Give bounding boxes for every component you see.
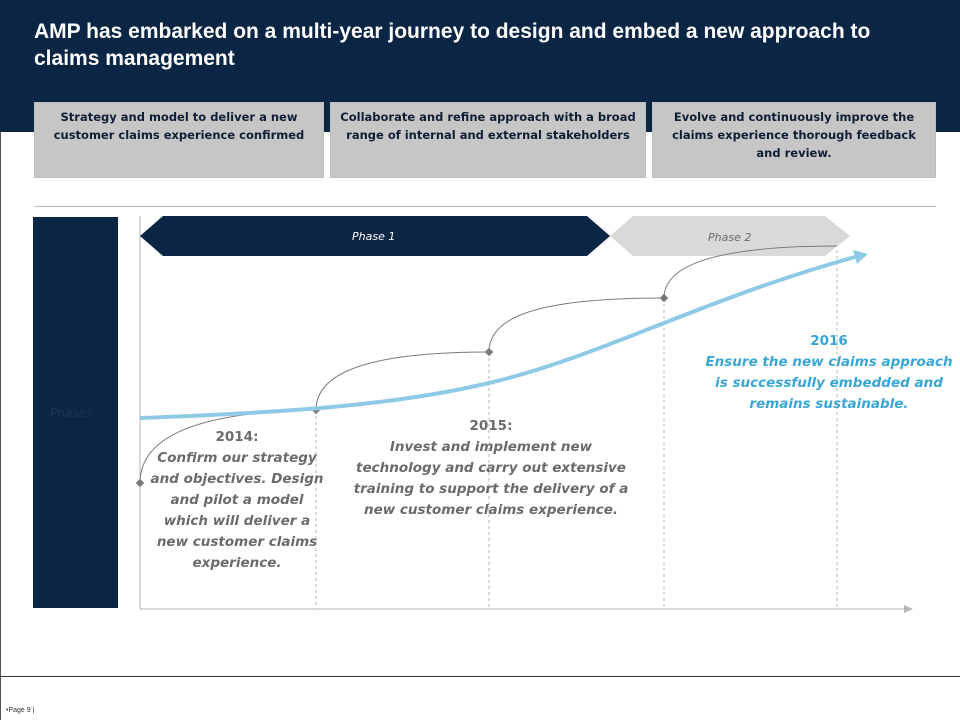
page-number: •Page 9 | [6, 707, 35, 714]
step-marker-3 [484, 347, 494, 357]
milestone-2016: 2016 Ensure the new claims approach is s… [698, 331, 960, 415]
milestone-2014: 2014: Confirm our strategy and objective… [150, 427, 324, 574]
growth-trend-line [139, 255, 856, 420]
x-axis-arrowhead [904, 605, 913, 613]
footer-divider [0, 676, 960, 677]
phases-label: Phases [50, 406, 93, 420]
milestone-2014-text: Confirm our strategy and objectives. Des… [150, 450, 324, 571]
milestone-2016-year: 2016 [810, 333, 848, 349]
divider-line [34, 206, 936, 207]
step-arc-4 [663, 245, 838, 299]
phase-1-arrow [140, 216, 610, 256]
step-arc-2 [315, 351, 490, 411]
growth-trend-arrowhead [853, 250, 868, 264]
phase-1-label: Phase 1 [352, 230, 396, 243]
milestone-2015: 2015: Invest and implement new technolog… [346, 416, 636, 521]
step-marker-4 [659, 293, 669, 303]
milestone-2015-year: 2015: [469, 418, 513, 434]
milestone-2016-text: Ensure the new claims approach is succes… [705, 354, 953, 412]
phases-sidebar [33, 217, 118, 608]
objective-box-1: Strategy and model to deliver a new cust… [34, 102, 324, 178]
phase-2-label: Phase 2 [708, 231, 752, 244]
step-arc-3 [488, 297, 665, 353]
objective-box-3: Evolve and continuously improve the clai… [652, 102, 936, 178]
step-marker-1 [135, 478, 145, 488]
milestone-2014-year: 2014: [215, 429, 259, 445]
milestone-2015-text: Invest and implement new technology and … [353, 439, 629, 518]
objective-box-2: Collaborate and refine approach with a b… [330, 102, 646, 178]
page-title: AMP has embarked on a multi-year journey… [34, 20, 871, 70]
phase-2-arrow [610, 216, 850, 256]
slide-left-border [0, 132, 1, 720]
